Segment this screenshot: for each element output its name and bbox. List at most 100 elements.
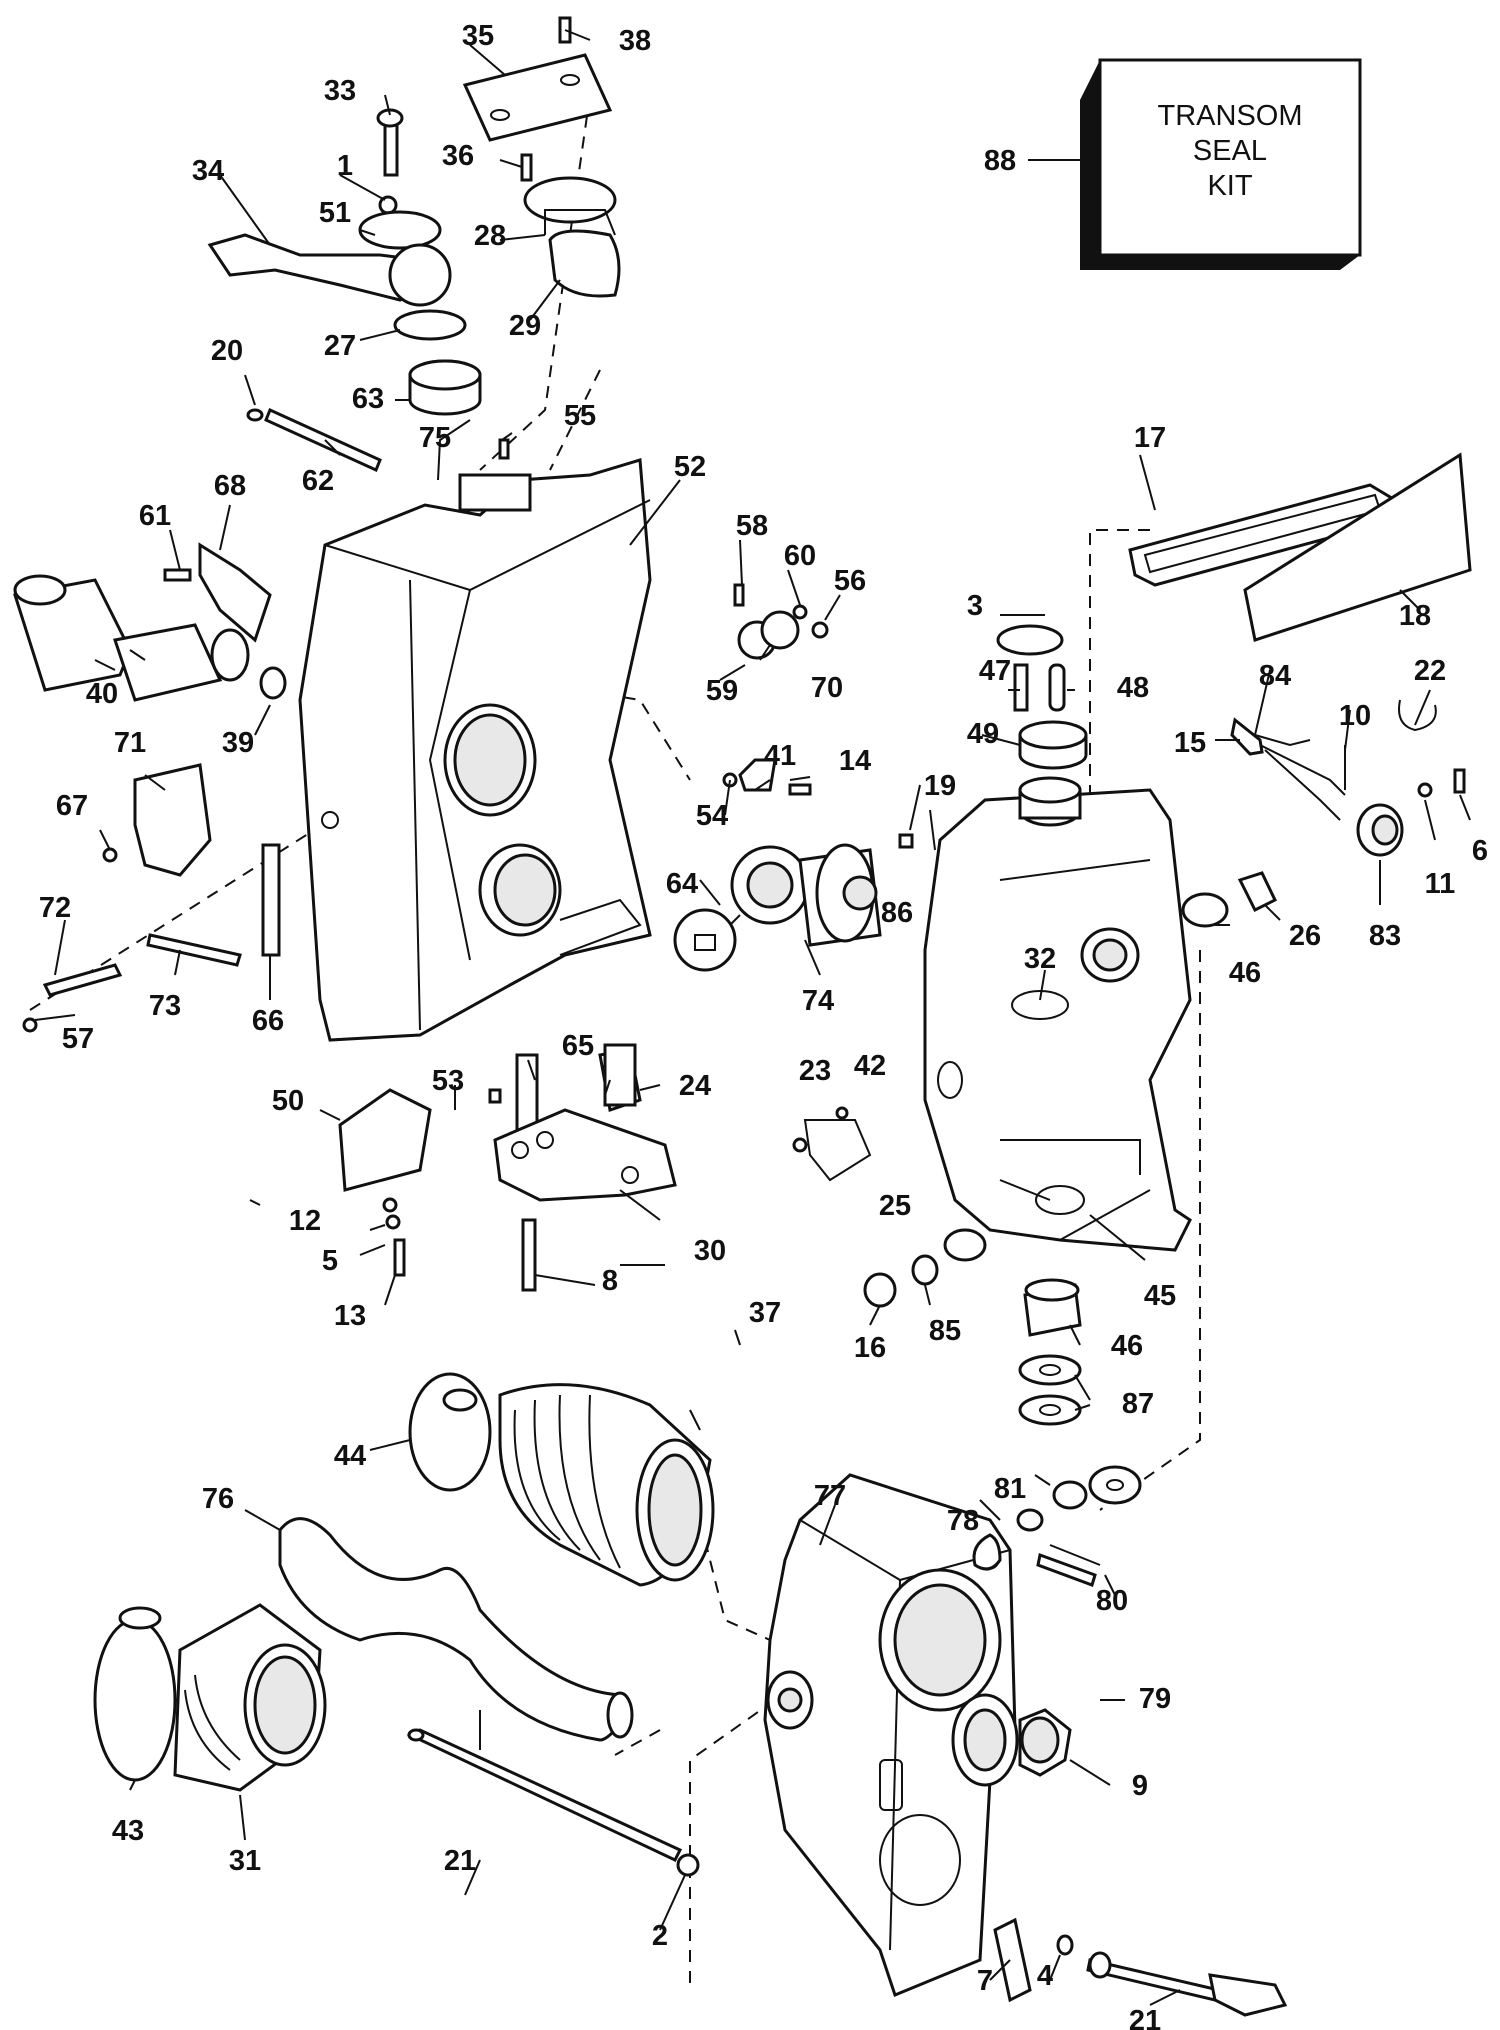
callout-65: 65 [562, 1030, 594, 1062]
callout-75: 75 [419, 422, 451, 454]
callout-78: 78 [947, 1505, 979, 1537]
callout-61: 61 [139, 500, 171, 532]
callout-63: 63 [352, 383, 384, 415]
leader-lines [34, 29, 1471, 2006]
top-parts [207, 16, 621, 473]
callout-20: 20 [211, 335, 243, 367]
callout-86: 86 [881, 897, 913, 929]
lower-parts [93, 1372, 1288, 2017]
callout-11: 11 [1425, 868, 1456, 900]
callout-21b: 21 [1129, 2005, 1161, 2030]
callout-7: 7 [977, 1965, 993, 1997]
callout-15: 15 [1174, 727, 1206, 759]
callout-16: 16 [854, 1332, 886, 1364]
cover-plate [462, 53, 613, 142]
callout-numbers: 1234567891011121314151617181920212122232… [39, 20, 1488, 2030]
callout-46b: 46 [1111, 1330, 1143, 1362]
callout-25: 25 [879, 1190, 911, 1222]
callout-74: 74 [802, 985, 834, 1017]
callout-31: 31 [229, 1845, 261, 1877]
callout-46: 46 [1229, 957, 1261, 989]
callout-71: 71 [114, 727, 146, 759]
callout-27: 27 [324, 330, 356, 362]
callout-81: 81 [994, 1473, 1026, 1505]
callout-54: 54 [696, 800, 728, 832]
callout-84: 84 [1259, 660, 1291, 692]
callout-40: 40 [86, 678, 118, 710]
callout-14: 14 [839, 745, 871, 777]
callout-77: 77 [814, 1480, 846, 1512]
callout-1: 1 [337, 150, 353, 182]
callout-47: 47 [979, 655, 1011, 687]
callout-70: 70 [811, 672, 843, 704]
callout-45: 45 [1144, 1280, 1176, 1312]
center-parts [338, 583, 882, 1292]
callout-62: 62 [302, 465, 334, 497]
callout-58: 58 [736, 510, 768, 542]
callout-3: 3 [967, 590, 983, 622]
callout-83: 83 [1369, 920, 1401, 952]
callout-32: 32 [1024, 943, 1056, 975]
callout-55: 55 [564, 400, 596, 432]
left-parts [13, 542, 287, 1033]
callout-4: 4 [1037, 1960, 1053, 1992]
callout-49: 49 [967, 718, 999, 750]
callout-36: 36 [442, 140, 474, 172]
callout-44: 44 [334, 1440, 366, 1472]
transom-seal-kit-box: TRANSOM SEAL KIT [1080, 58, 1362, 270]
callout-57: 57 [62, 1023, 94, 1055]
swivel-housing [863, 624, 1277, 1426]
callout-56: 56 [834, 565, 866, 597]
callout-19: 19 [924, 770, 956, 802]
callout-5: 5 [322, 1245, 338, 1277]
callout-8: 8 [602, 1265, 618, 1297]
callout-66: 66 [252, 1005, 284, 1037]
callout-64: 64 [666, 868, 698, 900]
callout-39: 39 [222, 727, 254, 759]
callout-79: 79 [1139, 1683, 1171, 1715]
callout-28: 28 [474, 220, 506, 252]
callout-72: 72 [39, 892, 71, 924]
callout-38: 38 [619, 25, 651, 57]
callout-22: 22 [1414, 655, 1446, 687]
kit-box-line-3: KIT [1207, 170, 1252, 202]
callout-26: 26 [1289, 920, 1321, 952]
callout-48: 48 [1117, 672, 1149, 704]
callout-88: 88 [984, 145, 1016, 177]
callout-2: 2 [652, 1920, 668, 1952]
callout-50: 50 [272, 1085, 304, 1117]
callout-30: 30 [694, 1235, 726, 1267]
callout-41: 41 [764, 740, 796, 772]
callout-76: 76 [202, 1483, 234, 1515]
kit-box-line-2: SEAL [1193, 135, 1267, 167]
right-small-parts [1128, 452, 1472, 857]
callout-23: 23 [799, 1055, 831, 1087]
callout-68: 68 [214, 470, 246, 502]
callout-73: 73 [149, 990, 181, 1022]
callout-24: 24 [679, 1070, 711, 1102]
gimbal-housing [298, 458, 652, 1042]
callout-33: 33 [324, 75, 356, 107]
callout-29: 29 [509, 310, 541, 342]
callout-17: 17 [1134, 422, 1166, 454]
callout-52: 52 [674, 451, 706, 483]
callout-59: 59 [706, 675, 738, 707]
callout-10: 10 [1339, 700, 1371, 732]
callout-42: 42 [854, 1050, 886, 1082]
callout-43: 43 [112, 1815, 144, 1847]
callout-37: 37 [749, 1297, 781, 1329]
callout-53: 53 [432, 1065, 464, 1097]
callout-80: 80 [1096, 1585, 1128, 1617]
callout-35: 35 [462, 20, 494, 52]
kit-box-line-1: TRANSOM [1158, 100, 1303, 132]
callout-21: 21 [444, 1845, 476, 1877]
callout-34: 34 [192, 155, 224, 187]
callout-85: 85 [929, 1315, 961, 1347]
callout-60: 60 [784, 540, 816, 572]
callout-87: 87 [1122, 1388, 1154, 1420]
callout-13: 13 [334, 1300, 366, 1332]
callout-67: 67 [56, 790, 88, 822]
callout-9: 9 [1132, 1770, 1148, 1802]
